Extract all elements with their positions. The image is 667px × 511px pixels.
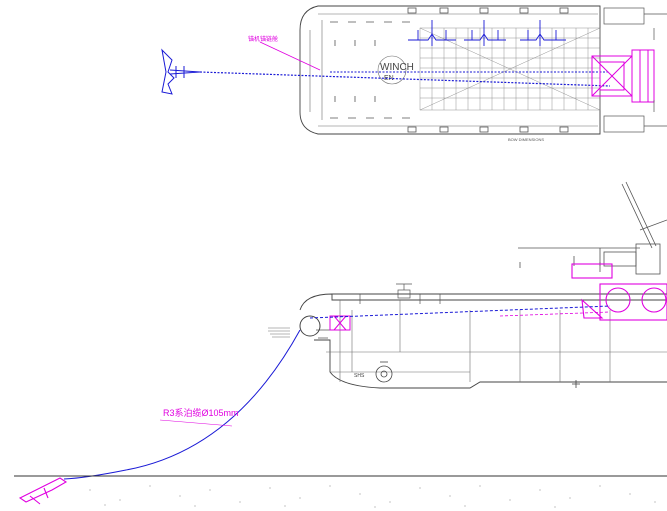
plan-hull-outline [299,5,601,135]
anchor-plan-icon [161,48,201,95]
plan-deck-label: WINCH [380,62,414,73]
plan-winch-equipment [591,49,655,103]
anchor-seabed-icon [18,477,68,505]
seabed-texture [89,485,656,508]
plan-deck-label-sub: EN [384,75,394,82]
bow-roller-icon [299,315,321,337]
winch-deck-circle [377,55,407,85]
plan-callout-label: 锚机锚链舱 [248,35,278,43]
deck-grid [419,27,601,111]
mooring-cable [63,329,301,480]
stowed-anchor-1 [408,20,456,46]
stowed-anchor-3 [520,20,566,46]
plan-anchor-chain [199,71,611,87]
profile-deck-chain [309,305,611,319]
winch-drum-icon [571,263,667,321]
cable-label: R3系泊缆Ø105mm [163,407,239,418]
plan-view: WINCH EN [161,5,667,142]
profile-hull-outline [299,293,667,311]
stowed-anchor-2 [464,20,506,46]
crane-icon [518,181,667,275]
profile-small-tag: SHS [354,373,365,379]
profile-bow-equipment [329,315,351,331]
profile-view: SHS R3系泊缆Ø105mm [14,181,667,508]
plan-bottom-tag: BOW DIMENSIONS [508,137,544,142]
